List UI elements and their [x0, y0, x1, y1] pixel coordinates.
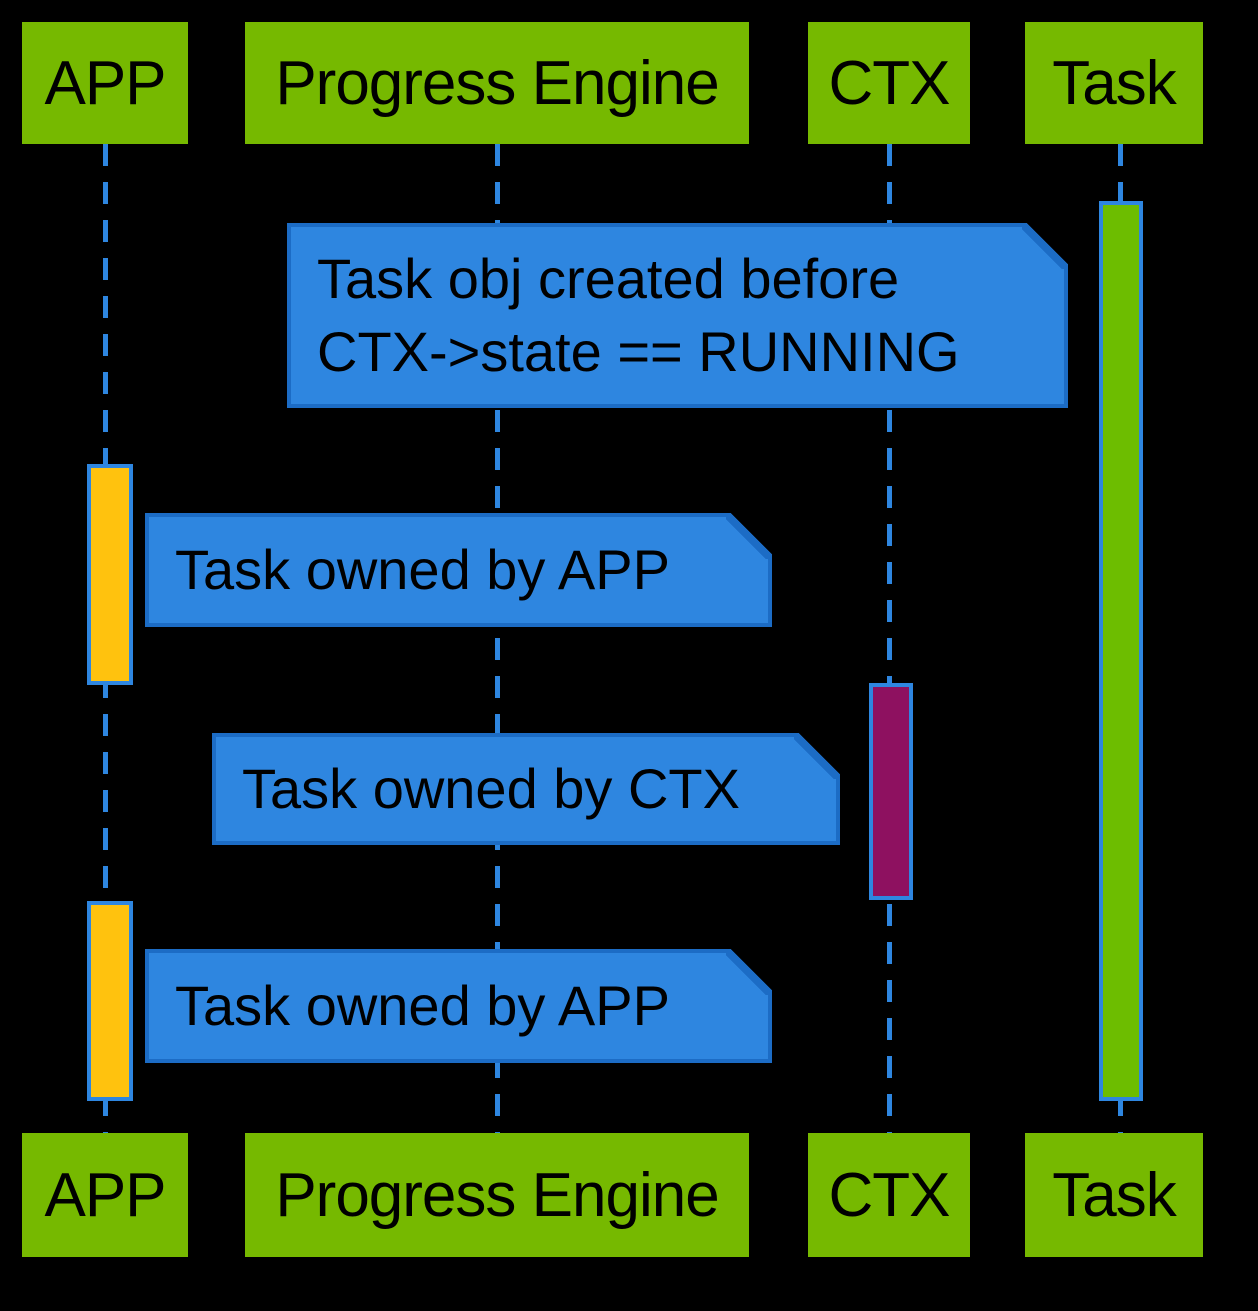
participant-task-bottom: Task [1025, 1133, 1203, 1257]
note-task-owned-by-app-2: Task owned by APP [145, 949, 772, 1063]
activation-bar-app-2 [87, 901, 133, 1101]
note-text: Task owned by APP [175, 973, 670, 1037]
participant-ctx-top: CTX [808, 22, 970, 144]
participant-ctx-bottom: CTX [808, 1133, 970, 1257]
participant-progress-engine-top: Progress Engine [245, 22, 749, 144]
note-task-owned-by-app-1: Task owned by APP [145, 513, 772, 627]
lifeline-progress-engine [495, 144, 500, 1133]
note-fold-icon [1022, 223, 1068, 269]
lifeline-ctx [887, 144, 892, 1133]
note-fold-icon [726, 949, 772, 995]
participant-task-top: Task [1025, 22, 1203, 144]
note-text: Task owned by CTX [242, 756, 740, 820]
activation-bar-ctx [869, 683, 913, 900]
note-fold-icon [726, 513, 772, 559]
note-fold-icon [794, 733, 840, 779]
activation-bar-task [1099, 201, 1143, 1101]
note-task-owned-by-ctx: Task owned by CTX [212, 733, 840, 845]
note-task-obj-created: Task obj created before CTX->state == RU… [287, 223, 1068, 408]
participant-app-bottom: APP [22, 1133, 188, 1257]
activation-bar-app-1 [87, 464, 133, 685]
participant-progress-engine-bottom: Progress Engine [245, 1133, 749, 1257]
participant-app-top: APP [22, 22, 188, 144]
note-text: Task obj created before CTX->state == RU… [317, 246, 960, 383]
note-text: Task owned by APP [175, 537, 670, 601]
